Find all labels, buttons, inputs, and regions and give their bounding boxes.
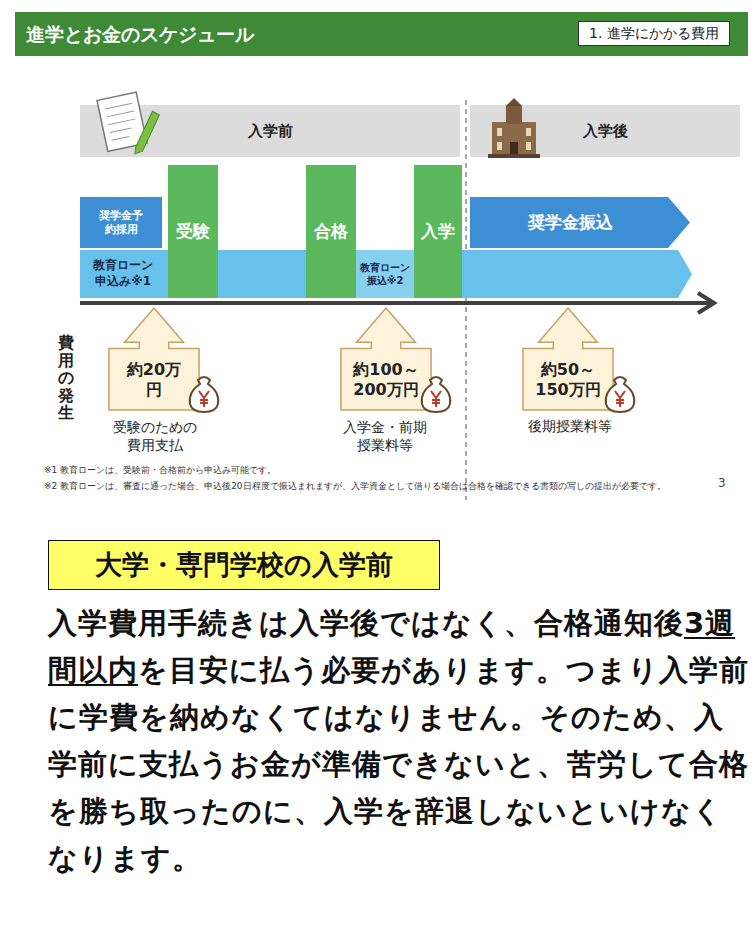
body-text: を目安に払う必要があります。つまり入学前に学費を納めなくてはなりません。そのため… (48, 653, 749, 875)
node-text: 受験 (176, 220, 210, 243)
cost-arrow: 約100～200万円 (340, 307, 432, 411)
phase-band: 入学後 (470, 105, 740, 157)
node-text: 入学前 (248, 122, 293, 141)
pentagon-arrow-fill (470, 197, 690, 248)
node-text: 教育ローン振込※2 (359, 261, 412, 287)
axis-label: 費用の発生 (58, 334, 74, 422)
up-arrow-fill (109, 308, 199, 410)
node-text: 大学・専門学校の入学前 (95, 547, 393, 583)
money-bag (422, 377, 451, 412)
cost-text-area: 約50～150万円 (524, 351, 612, 409)
section-tag: 1. 進学にかかる費用 (578, 21, 730, 46)
page-number: 3 (718, 476, 726, 490)
node-text: 合格 (314, 220, 348, 243)
loan-box: 教育ローン申込み※1 (80, 250, 166, 298)
node-text: 約50～150万円 (534, 360, 603, 400)
paper-icon (97, 88, 166, 159)
up-arrow-fill (341, 308, 431, 410)
cost-arrow: 約20万円 (108, 307, 200, 411)
cost-text-area: 約100～200万円 (342, 351, 430, 409)
node-text: 約20万円 (120, 360, 189, 400)
node-text: 入学後 (583, 122, 628, 141)
building-icon (488, 98, 540, 158)
body-text: 入学費用手続きは入学後ではなく、合格通知後 (48, 606, 684, 640)
node-text: 奨学金予約採用 (98, 209, 144, 237)
cost-caption: 後期授業料等 (500, 418, 640, 436)
money-bag (190, 377, 219, 412)
time-axis (80, 301, 712, 305)
milestone-bar: 入学 (414, 165, 462, 298)
body-paragraph: 入学費用手続きは入学後ではなく、合格通知後3週間以内を目安に払う必要があります。… (48, 600, 752, 882)
scholarship-box: 奨学金予約採用 (80, 197, 162, 248)
cost-text-area: 約20万円 (110, 351, 198, 409)
footnote: ※2 教育ローンは、審査に通った場合、申込後20日程度で振込まれますが、入学資金… (44, 480, 724, 493)
phase-band: 入学前 (80, 105, 460, 157)
node-text: 約100～200万円 (352, 360, 421, 400)
cost-caption: 入学金・前期授業料等 (342, 418, 429, 454)
footnote: ※1 教育ローンは、受験前・合格前から申込み可能です。 (44, 464, 734, 477)
money-bag (606, 377, 635, 412)
heading-box: 大学・専門学校の入学前 (48, 540, 440, 590)
node-text: 奨学金振込 (528, 211, 613, 234)
axis-head (698, 293, 714, 313)
cost-arrow: 約50～150万円 (522, 307, 614, 411)
divider-line (465, 100, 467, 500)
page-title: 進学とお金のスケジュール (26, 12, 254, 56)
header-bar (15, 12, 748, 56)
cost-caption: 受験のための費用支払 (112, 418, 199, 454)
up-arrow-fill (523, 308, 613, 410)
scholarship-arrow: 奨学金振込 (470, 197, 690, 248)
node-text: 教育ローン申込み※1 (91, 258, 155, 289)
milestone-bar: 受験 (168, 165, 218, 298)
milestone-bar: 合格 (306, 165, 356, 298)
node-text: 1. 進学にかかる費用 (589, 25, 719, 43)
loan-box: 教育ローン振込※2 (356, 250, 414, 298)
node-text: 入学 (421, 220, 455, 243)
